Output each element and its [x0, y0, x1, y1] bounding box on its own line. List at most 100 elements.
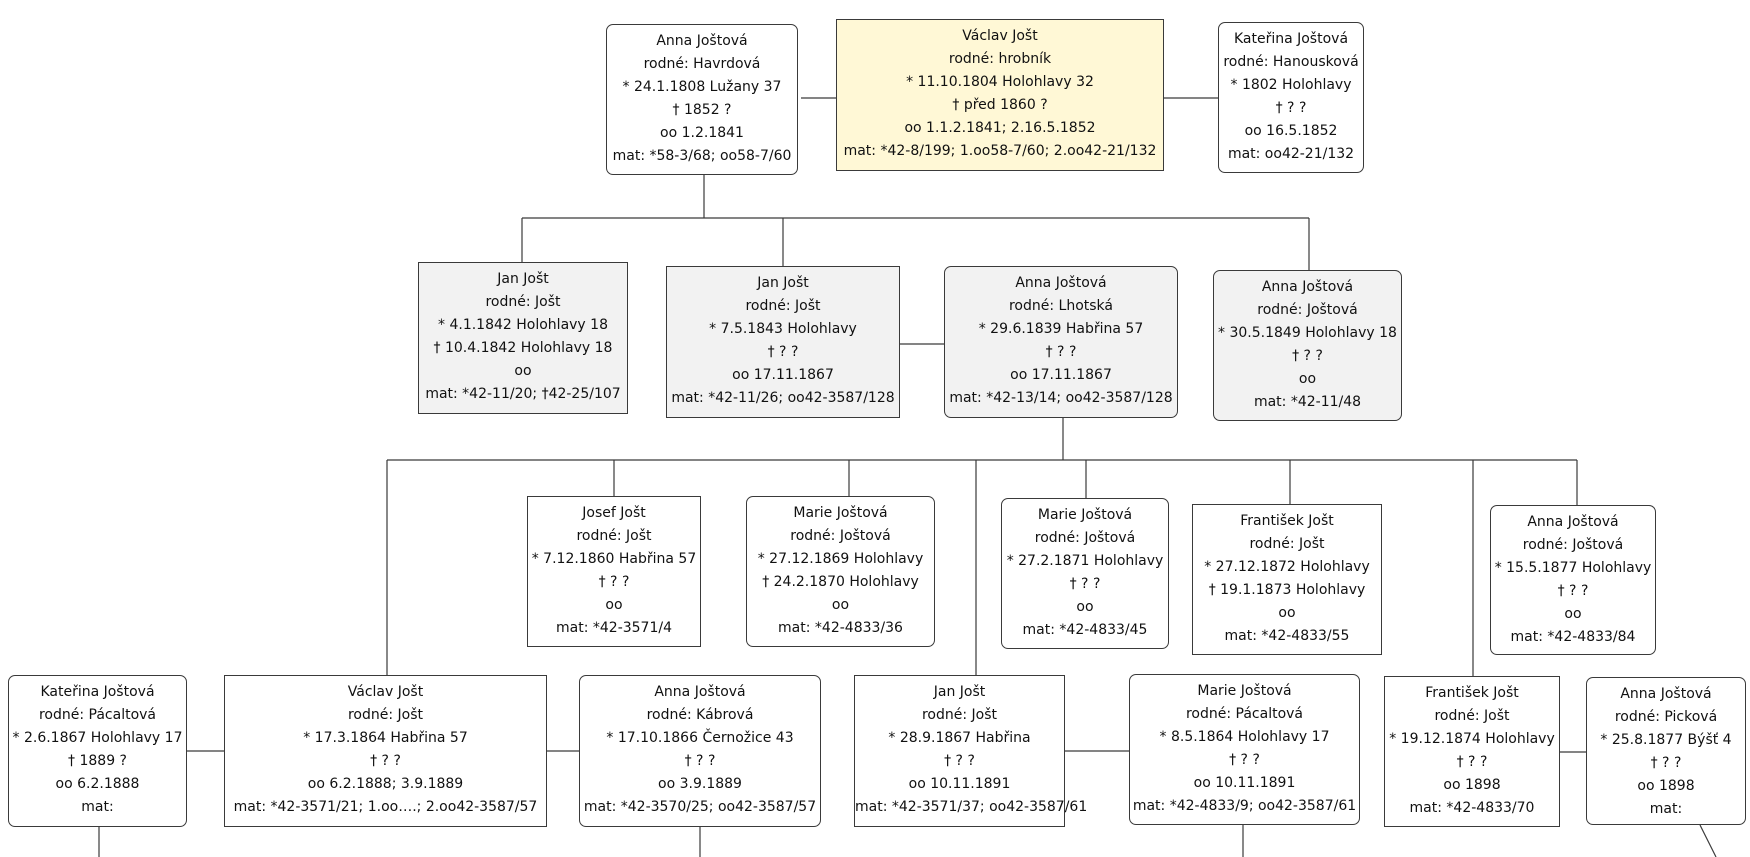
person-name: Anna Joštová [1620, 686, 1712, 702]
person-records: mat: *42-4833/45 [1022, 622, 1148, 638]
person-birth-name: rodné: Lhotská [1008, 298, 1113, 314]
person-death: † ? ? [684, 753, 716, 769]
person-death: † ? ? [1557, 583, 1589, 599]
person-birth-name: rodné: Pácaltová [1185, 706, 1304, 722]
person-birth: * 27.12.1872 Holohlavy [1204, 559, 1370, 575]
person-birth-name: rodné: Joštová [1522, 537, 1624, 553]
person-birth-name: rodné: Joštová [790, 528, 891, 544]
person-marriage: oo [1278, 605, 1296, 621]
person-marriage: oo 6.2.1888 [55, 776, 140, 792]
person-birth: * 4.1.1842 Holohlavy 18 [438, 317, 608, 333]
person-records: mat: *42-4833/36 [778, 620, 903, 636]
person-death: † ? ? [944, 753, 975, 769]
person-death: † ? ? [767, 344, 799, 360]
person-name: Jan Jošt [497, 271, 549, 287]
person-name: Kateřina Joštová [40, 684, 155, 700]
person-birth: * 27.12.1869 Holohlavy [757, 551, 924, 567]
person-birth: * 7.5.1843 Holohlavy [709, 321, 857, 337]
person-name: Anna Joštová [1015, 275, 1107, 291]
person-marriage: oo [1076, 599, 1094, 615]
person-card[interactable]: Jan Jošt rodné: Jošt * 28.9.1867 Habřina… [854, 675, 1088, 827]
person-card[interactable]: Anna Joštová rodné: Kábrová * 17.10.1866… [579, 675, 821, 827]
person-card[interactable]: Anna Joštová rodné: Joštová * 15.5.1877 … [1490, 505, 1656, 655]
person-birth: * 11.10.1804 Holohlavy 32 [906, 74, 1094, 90]
person-name: Kateřina Joštová [1233, 31, 1349, 47]
person-birth: * 15.5.1877 Holohlavy [1494, 560, 1652, 576]
person-birth-name: rodné: Kábrová [646, 707, 754, 723]
person-card[interactable]: Jan Jošt rodné: Jošt * 4.1.1842 Holohlav… [418, 262, 628, 414]
person-card[interactable]: Anna Joštová rodné: Lhotská * 29.6.1839 … [944, 266, 1178, 418]
person-birth-name: rodné: Havrdová [643, 56, 761, 72]
person-birth: * 24.1.1808 Lužany 37 [622, 79, 782, 95]
person-name: František Jošt [1240, 513, 1334, 529]
person-card-root[interactable]: Václav Jošt rodné: hrobník * 11.10.1804 … [836, 19, 1164, 171]
person-marriage: oo 1898 [1443, 777, 1501, 793]
person-death: † ? ? [1229, 752, 1260, 768]
person-records: mat: [1649, 801, 1683, 817]
person-name: František Jošt [1425, 685, 1519, 701]
person-birth: * 2.6.1867 Holohlavy 17 [12, 730, 183, 746]
person-marriage: oo 17.11.1867 [1010, 367, 1112, 383]
person-marriage: oo [514, 363, 532, 379]
person-marriage: oo 1898 [1637, 778, 1695, 794]
person-records: mat: *42-11/26; oo42-3587/128 [671, 390, 895, 406]
person-death: † 24.2.1870 Holohlavy [762, 574, 919, 590]
person-birth: * 19.12.1874 Holohlavy [1389, 731, 1555, 747]
person-death: † 1852 ? [672, 102, 732, 118]
person-name: Anna Joštová [654, 684, 746, 700]
person-birth: * 28.9.1867 Habřina [888, 730, 1031, 746]
person-card[interactable]: Kateřina Joštová rodné: Pácaltová * 2.6.… [8, 675, 187, 827]
person-birth: * 27.2.1871 Holohlavy [1006, 553, 1164, 569]
person-records: mat: *42-4833/70 [1409, 800, 1535, 816]
person-birth-name: rodné: hrobník [948, 51, 1052, 67]
person-records: mat: oo42-21/132 [1227, 146, 1355, 162]
person-card[interactable]: František Jošt rodné: Jošt * 27.12.1872 … [1192, 504, 1382, 655]
person-birth-name: rodné: Joštová [1257, 302, 1358, 318]
person-card[interactable]: Anna Joštová rodné: Picková * 25.8.1877 … [1586, 677, 1746, 825]
person-death: † ? ? [1650, 755, 1682, 771]
person-records: mat: *42-11/48 [1253, 394, 1362, 410]
person-birth-name: rodné: Jošt [921, 707, 998, 723]
person-death: † ? ? [1045, 344, 1077, 360]
person-card[interactable]: Marie Joštová rodné: Joštová * 27.2.1871… [1001, 498, 1169, 649]
person-death: † ? ? [370, 753, 401, 769]
person-records: mat: *42-3571/37; oo42-3587/61 [855, 799, 1088, 815]
person-card[interactable]: Václav Jošt rodné: Jošt * 17.3.1864 Habř… [224, 675, 547, 827]
person-name: Marie Joštová [1197, 683, 1292, 699]
person-death: † ? ? [598, 574, 630, 590]
person-death: † ? ? [1456, 754, 1488, 770]
person-card[interactable]: Anna Joštová rodné: Joštová * 30.5.1849 … [1213, 270, 1402, 421]
person-birth: * 17.3.1864 Habřina 57 [303, 730, 468, 746]
person-card[interactable]: Josef Jošt rodné: Jošt * 7.12.1860 Habři… [527, 496, 701, 647]
person-birth-name: rodné: Picková [1614, 709, 1718, 725]
person-birth-name: rodné: Jošt [1249, 536, 1325, 552]
person-marriage: oo 6.2.1888; 3.9.1889 [307, 776, 464, 792]
person-death: † ? ? [1069, 576, 1101, 592]
person-name: Marie Joštová [793, 505, 888, 521]
person-marriage: oo [605, 597, 623, 613]
person-birth-name: rodné: Jošt [576, 528, 652, 544]
person-name: Marie Joštová [1037, 507, 1133, 523]
person-card[interactable]: Kateřina Joštová rodné: Hanousková * 180… [1218, 22, 1364, 173]
person-death: † 1889 ? [68, 753, 127, 769]
person-name: Anna Joštová [1261, 279, 1354, 295]
person-card[interactable]: Marie Joštová rodné: Pácaltová * 8.5.186… [1129, 674, 1360, 825]
person-card[interactable]: František Jošt rodné: Jošt * 19.12.1874 … [1384, 676, 1560, 827]
person-records: mat: *42-8/199; 1.oo58-7/60; 2.oo42-21/1… [843, 143, 1157, 159]
person-marriage: oo 10.11.1891 [908, 776, 1011, 792]
person-records: mat: *42-13/14; oo42-3587/128 [949, 390, 1173, 406]
person-marriage: oo 1.1.2.1841; 2.16.5.1852 [904, 120, 1096, 136]
person-birth: * 17.10.1866 Černožice 43 [606, 730, 794, 746]
person-birth-name: rodné: Hanousková [1223, 54, 1359, 70]
person-card[interactable]: Marie Joštová rodné: Joštová * 27.12.186… [746, 496, 935, 647]
person-card[interactable]: Jan Jošt rodné: Jošt * 7.5.1843 Holohlav… [666, 266, 900, 418]
person-death: † před 1860 ? [952, 97, 1048, 113]
person-card[interactable]: Anna Joštová rodné: Havrdová * 24.1.1808… [606, 24, 798, 175]
person-birth: * 25.8.1877 Býšť 4 [1600, 732, 1732, 748]
person-birth-name: rodné: Jošt [347, 707, 424, 723]
person-marriage: oo 17.11.1867 [732, 367, 834, 383]
person-name: Václav Jošt [962, 28, 1038, 44]
person-death: † 10.4.1842 Holohlavy 18 [433, 340, 613, 356]
person-birth-name: rodné: Jošt [1434, 708, 1510, 724]
person-name: Václav Jošt [347, 684, 424, 700]
